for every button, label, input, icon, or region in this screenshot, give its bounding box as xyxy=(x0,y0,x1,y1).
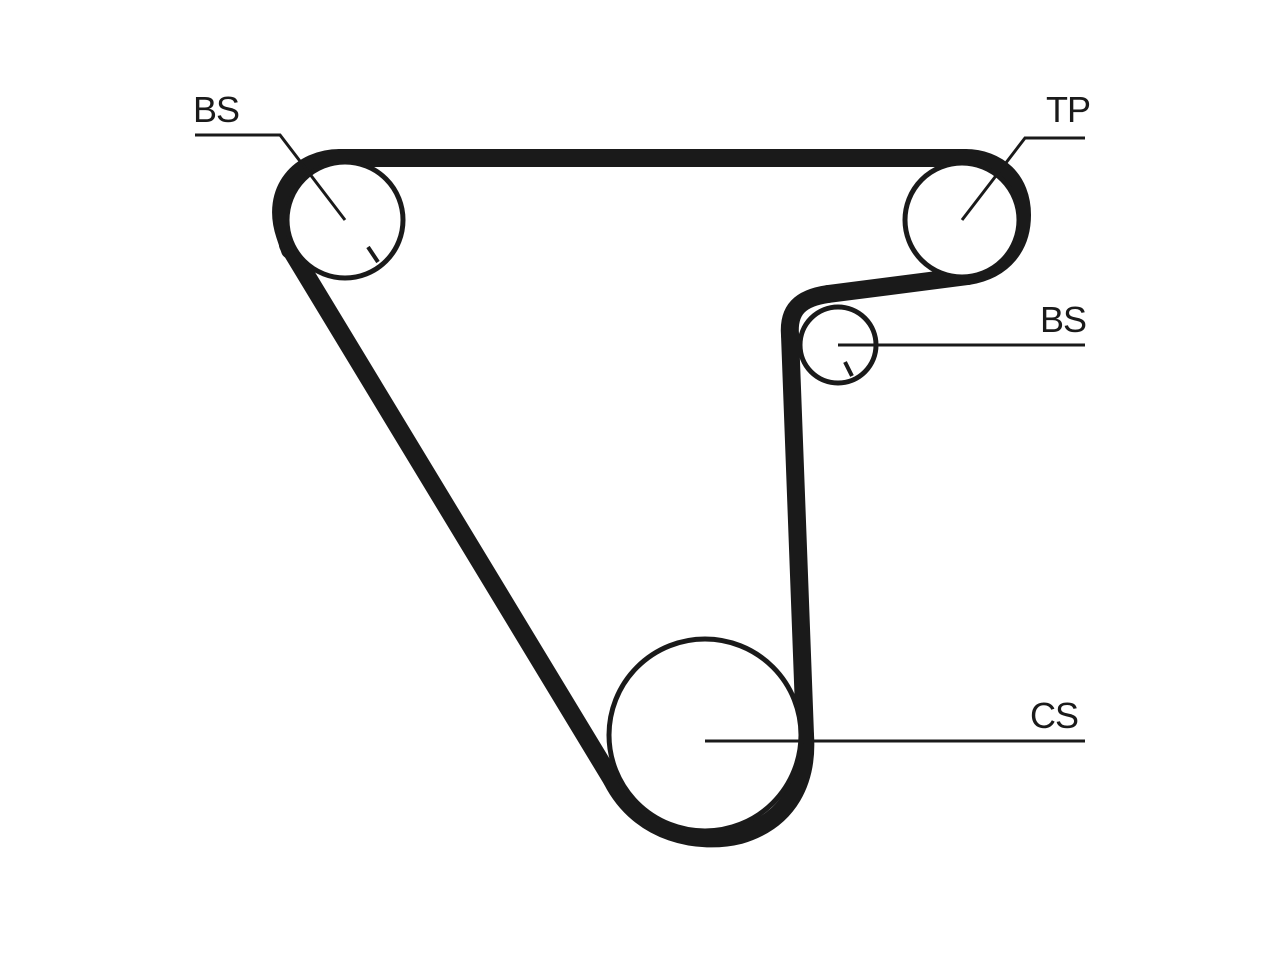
label-tp-top-right: TP xyxy=(1046,89,1090,130)
belt-wrap-top-left xyxy=(272,149,349,259)
label-bs-right: BS xyxy=(1040,299,1086,340)
belt-idler-to-tensioner-run xyxy=(819,267,977,303)
belt-left-run xyxy=(279,236,621,789)
belt-wrap-crankshaft xyxy=(603,726,815,848)
crankshaft-pulley xyxy=(606,636,804,834)
timing-belt xyxy=(272,149,1031,848)
leader-bs-top-left xyxy=(195,133,347,221)
label-bs-top-left: BS xyxy=(193,89,239,130)
camshaft-timing-mark xyxy=(366,245,380,264)
label-cs-bottom: CS xyxy=(1030,695,1078,736)
leader-tp-top-right xyxy=(960,136,1085,221)
belt-right-run xyxy=(781,326,814,744)
idler-timing-mark xyxy=(843,361,854,377)
